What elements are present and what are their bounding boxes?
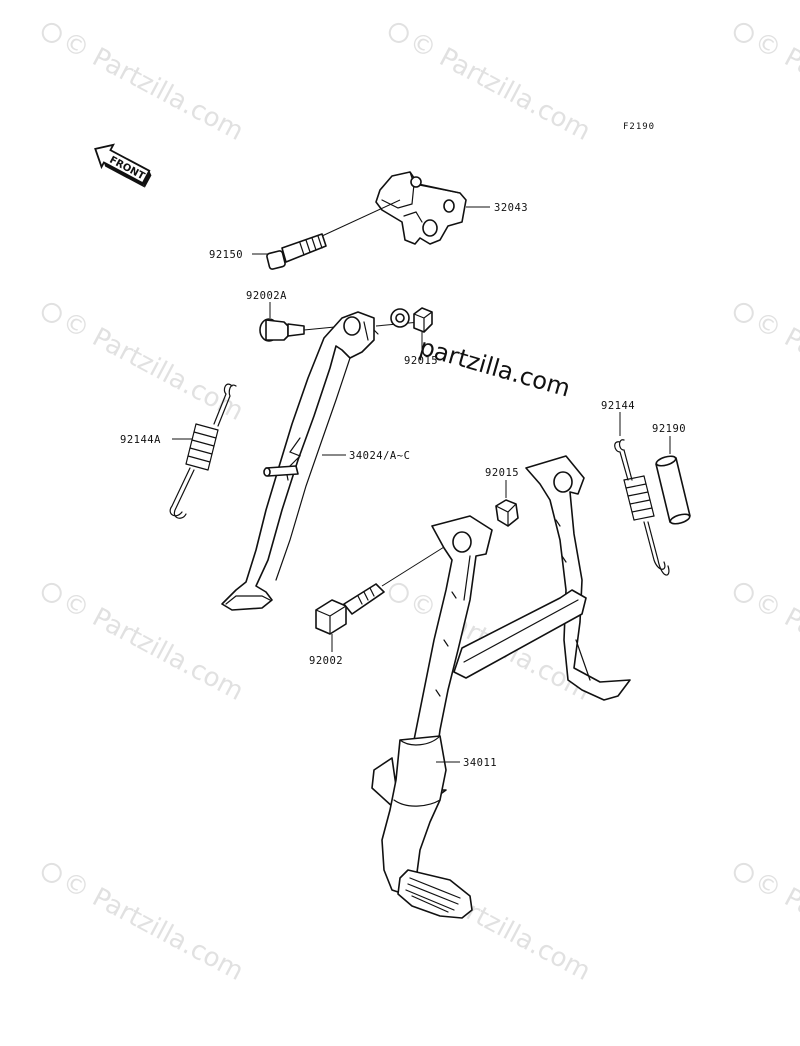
- center-stand-34011: [371, 455, 631, 919]
- brand-watermark: partzilla.com: [416, 333, 573, 403]
- watermark: © Partzilla.com: [733, 582, 800, 707]
- nut-92015-lower: [495, 499, 519, 527]
- watermark: © Partzilla.com: [733, 22, 800, 147]
- svg-text:© Partzilla.com: © Partzilla.com: [749, 26, 800, 147]
- label-92015-lower: 92015: [485, 467, 519, 479]
- svg-text:© Partzilla.com: © Partzilla.com: [749, 866, 800, 987]
- side-stand-34024: [221, 311, 379, 611]
- label-92002a: 92002A: [246, 290, 287, 302]
- svg-text:© Partzilla.com: © Partzilla.com: [57, 586, 248, 707]
- washer-and-nut-92015-top: [375, 307, 433, 333]
- svg-text:© Partzilla.com: © Partzilla.com: [57, 866, 248, 987]
- label-92144a: 92144A: [120, 434, 161, 446]
- watermark: © Partzilla.com: [733, 302, 800, 427]
- watermark: © Partzilla.com: [41, 862, 248, 987]
- bracket-32043: [375, 171, 467, 245]
- watermark: © Partzilla.com: [41, 582, 248, 707]
- watermark: © Partzilla.com: [733, 862, 800, 987]
- label-34011: 34011: [463, 757, 497, 769]
- bolt-92002a: [259, 318, 346, 342]
- watermark: © Partzilla.com: [41, 302, 248, 427]
- sleeve-92190: [655, 455, 691, 525]
- spring-92144: [614, 439, 670, 576]
- label-32043: 32043: [494, 202, 528, 214]
- spring-92144a: [169, 383, 237, 519]
- figure-code: F2190: [623, 122, 655, 132]
- watermark: © Partzilla.com: [41, 22, 248, 147]
- bolt-92002: [315, 541, 453, 635]
- label-34024: 34024/A~C: [349, 450, 410, 462]
- label-92144: 92144: [601, 400, 635, 412]
- watermark: © Partzilla.com: [388, 22, 595, 147]
- label-92002: 92002: [309, 655, 343, 667]
- label-92190: 92190: [652, 423, 686, 435]
- svg-text:© Partzilla.com: © Partzilla.com: [749, 306, 800, 427]
- svg-text:© Partzilla.com: © Partzilla.com: [404, 26, 595, 147]
- front-arrow-icon: FRONT: [94, 143, 152, 188]
- svg-text:© Partzilla.com: © Partzilla.com: [749, 586, 800, 707]
- bolt-92150: [266, 199, 401, 270]
- label-92015-top: 92015: [404, 355, 438, 367]
- svg-text:© Partzilla.com: © Partzilla.com: [57, 26, 248, 147]
- label-92150: 92150: [209, 249, 243, 261]
